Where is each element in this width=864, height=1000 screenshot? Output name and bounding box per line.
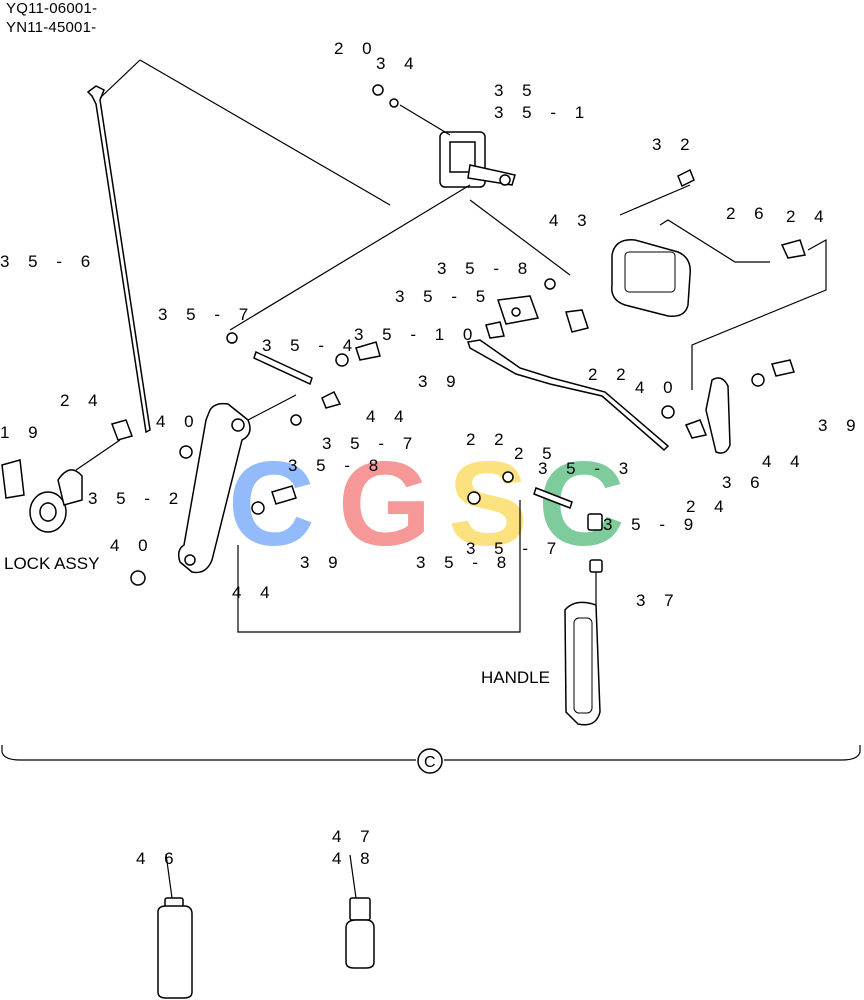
- callout-40: 4 0: [110, 536, 155, 555]
- serial-range-2: YN11-45001-: [6, 19, 97, 36]
- link-35-2: [130, 394, 521, 633]
- callout-25: 2 5: [514, 444, 559, 463]
- callout-35: 3 5: [494, 81, 539, 100]
- callout-35-3: 3 5 - 3: [538, 459, 635, 478]
- bottle-47-48: [345, 854, 375, 969]
- callout-35-2: 3 5 - 2: [88, 489, 185, 508]
- callout-44: 4 4: [232, 583, 277, 602]
- section-marker-text: C: [424, 754, 436, 771]
- callout-34: 3 4: [376, 54, 421, 73]
- callout-43: 4 3: [549, 211, 594, 230]
- callout-24: 2 4: [60, 391, 105, 410]
- plate-36: [661, 359, 795, 454]
- callout-35-7: 3 5 - 7: [158, 305, 255, 324]
- watermark: C G S C: [228, 437, 625, 571]
- callout-35-4: 3 5 - 4: [262, 336, 359, 355]
- callout-35-8: 3 5 - 8: [288, 456, 385, 475]
- lock-assy-19: [1, 419, 133, 533]
- callout-24: 2 4: [686, 497, 731, 516]
- rod-35-6: [86, 59, 391, 434]
- callout-35-10: 3 5 - 1 0: [354, 325, 479, 344]
- cover-43: [611, 168, 827, 390]
- callout-24: 2 4: [786, 207, 831, 226]
- callout-48: 4 8: [332, 849, 377, 868]
- lock-assy-label: LOCK ASSY: [4, 554, 100, 573]
- callout-labels: 2 03 4 3 5 3 5 - 1 3 2 4 3 2 6 2 4 3 5 - 6 3 5 -…: [0, 39, 863, 868]
- callout-39: 3 9: [818, 416, 863, 435]
- callout-22: 2 2: [466, 430, 511, 449]
- callout-46: 4 6: [136, 849, 181, 868]
- callout-39: 3 9: [300, 553, 345, 572]
- callout-20: 2 0: [334, 39, 379, 58]
- callout-32: 3 2: [652, 135, 697, 154]
- callout-35-5: 3 5 - 5: [395, 287, 492, 306]
- handle-label: HANDLE: [481, 668, 550, 687]
- callout-35-7: 3 5 - 7: [322, 434, 419, 453]
- callout-35-6: 3 5 - 6: [0, 252, 97, 271]
- callout-22: 2 2: [588, 365, 633, 384]
- watermark-letter-c1: C: [228, 437, 315, 571]
- callout-47: 4 7: [332, 827, 377, 846]
- bolt-35-4: [226, 332, 381, 426]
- callout-44: 4 4: [762, 452, 807, 471]
- rod-35-3: [467, 471, 603, 531]
- callout-19: 1 9: [0, 423, 45, 442]
- callout-35-8: 3 5 - 8: [437, 259, 534, 278]
- callout-36: 3 6: [722, 473, 767, 492]
- watermark-letter-g: G: [338, 437, 431, 571]
- callout-35-9: 3 5 - 9: [603, 515, 700, 534]
- latch-35: [229, 84, 571, 331]
- callout-37: 3 7: [636, 591, 681, 610]
- watermark-letter-s: S: [448, 437, 528, 571]
- watermark-letter-c2: C: [538, 437, 625, 571]
- bottle-46: [157, 853, 193, 999]
- callout-26: 2 6: [726, 204, 771, 223]
- callout-40: 4 0: [156, 412, 201, 431]
- serial-range-1: YQ11-06001-: [6, 0, 98, 17]
- section-divider: C: [1, 745, 861, 774]
- callout-35-1: 3 5 - 1: [494, 103, 591, 122]
- callout-35-8: 3 5 - 8: [416, 553, 513, 572]
- callout-39: 3 9: [418, 372, 463, 391]
- callout-35-7: 3 5 - 7: [466, 539, 563, 558]
- rod-22-25: [467, 278, 670, 452]
- handle-37: [564, 559, 603, 726]
- callout-40: 4 0: [635, 378, 680, 397]
- callout-44: 4 4: [366, 407, 411, 426]
